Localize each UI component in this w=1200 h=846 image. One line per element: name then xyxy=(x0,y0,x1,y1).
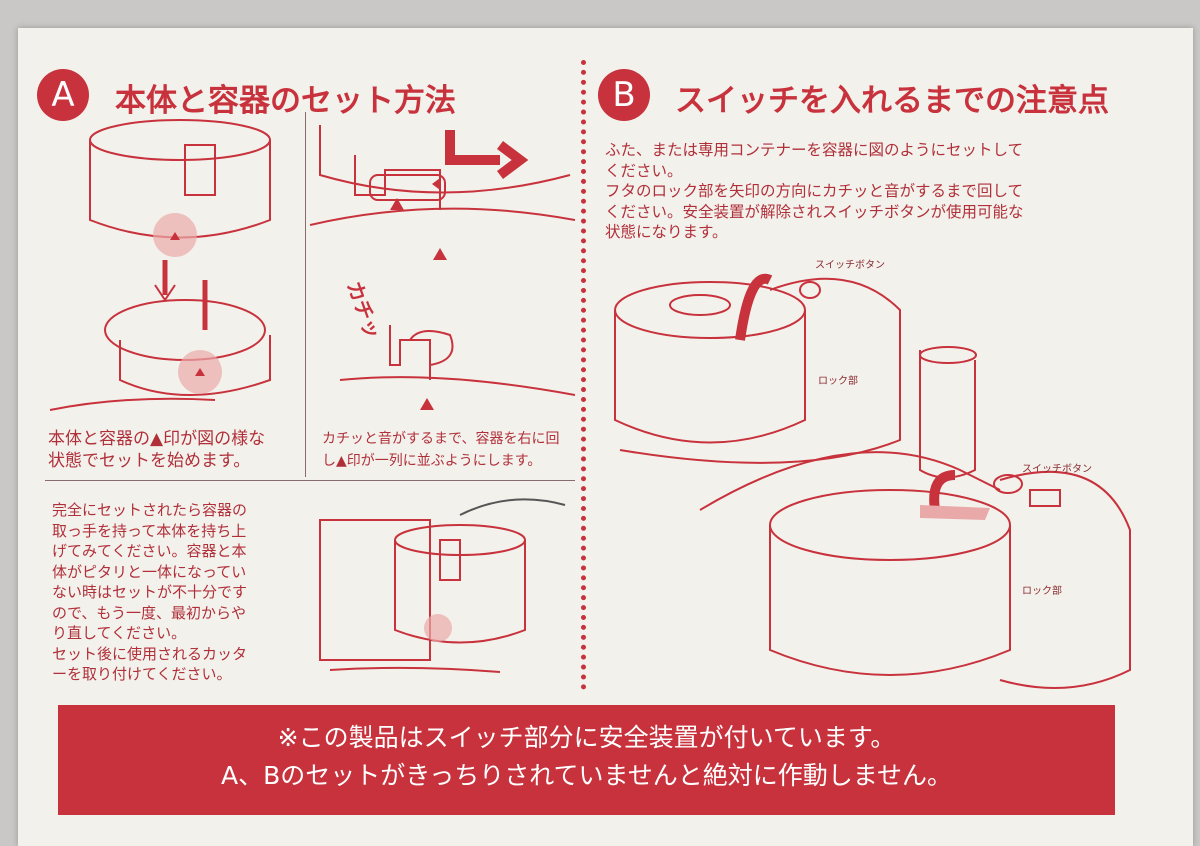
lift-check-illustration xyxy=(319,498,566,673)
section-b-badge: B xyxy=(598,69,650,121)
step3-text: 完全にセットされたら容器の 取っ手を持って本体を持ち上 げてみてください。容器と… xyxy=(52,501,248,683)
lock-alignment-illustration xyxy=(310,125,575,410)
lock-part-label: ロック部 xyxy=(818,376,858,387)
section-separator xyxy=(581,60,586,690)
divider xyxy=(45,480,575,481)
safety-notice-line2: A、Bのセットがきっちりされていませんと絶対に作動しません。 xyxy=(220,761,952,790)
section-a-badge: A xyxy=(37,69,89,121)
switch-button-label: スイッチボタン xyxy=(1022,464,1092,475)
divider xyxy=(305,112,306,477)
switch-button-label: スイッチボタン xyxy=(815,260,885,271)
safety-notice-banner: ※この製品はスイッチ部分に安全装置が付いています。 A、Bのセットがきっちりされ… xyxy=(58,705,1115,815)
step2-text: カチッと音がするまで、容器を右に回 し▲印が一列に並ぶようにします。 xyxy=(322,431,560,469)
section-a-title: 本体と容器のセット方法 xyxy=(115,83,456,119)
processor-lid-illustration xyxy=(614,273,1131,689)
step1-text: 本体と容器の▲印が図の様な 状態でセットを始めます。 xyxy=(48,429,266,471)
container-set-illustration xyxy=(49,119,271,411)
section-b-body: ふた、または専用コンテナーを容器に図のようにセットして ください。 フタのロック… xyxy=(605,141,1024,241)
lock-part-label: ロック部 xyxy=(1022,586,1062,597)
section-b-title: スイッチを入れるまでの注意点 xyxy=(675,83,1109,119)
safety-notice-line1: ※この製品はスイッチ部分に安全装置が付いています。 xyxy=(277,723,896,752)
